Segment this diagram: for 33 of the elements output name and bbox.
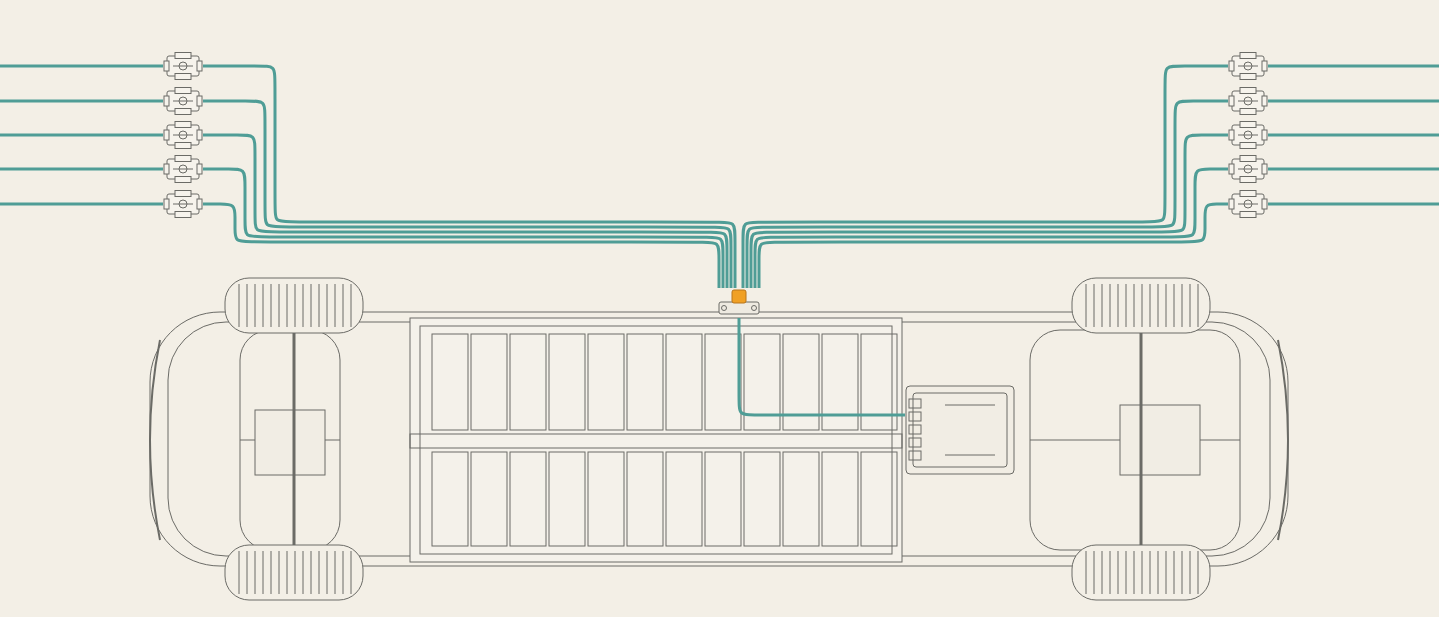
- connector-block: [1228, 87, 1268, 115]
- cable: [741, 64, 1228, 288]
- cable: [0, 202, 163, 206]
- cable: [1268, 202, 1439, 206]
- cable: [1268, 99, 1439, 103]
- power-module: [905, 385, 1015, 475]
- cable: [0, 99, 163, 103]
- cable: [203, 133, 729, 288]
- cable: [203, 167, 725, 288]
- cable: [203, 99, 733, 288]
- connector-block: [163, 190, 203, 218]
- cable: [745, 99, 1228, 288]
- connector-block: [163, 155, 203, 183]
- cable: [203, 64, 737, 288]
- connector-block: [1228, 190, 1268, 218]
- cable: [737, 318, 905, 417]
- connector-block: [163, 87, 203, 115]
- cable: [753, 167, 1228, 288]
- connector-block: [1228, 52, 1268, 80]
- junction-block: [718, 288, 760, 318]
- connector-block: [1228, 155, 1268, 183]
- vehicle-chassis-drawing: [148, 275, 1290, 600]
- cable: [0, 167, 163, 171]
- connector-block: [1228, 121, 1268, 149]
- cable: [749, 133, 1228, 288]
- cable: [0, 64, 163, 68]
- connector-block: [163, 121, 203, 149]
- cable: [1268, 64, 1439, 68]
- cable: [1268, 133, 1439, 137]
- cable: [203, 202, 721, 288]
- cable: [0, 133, 163, 137]
- cable: [1268, 167, 1439, 171]
- connector-block: [163, 52, 203, 80]
